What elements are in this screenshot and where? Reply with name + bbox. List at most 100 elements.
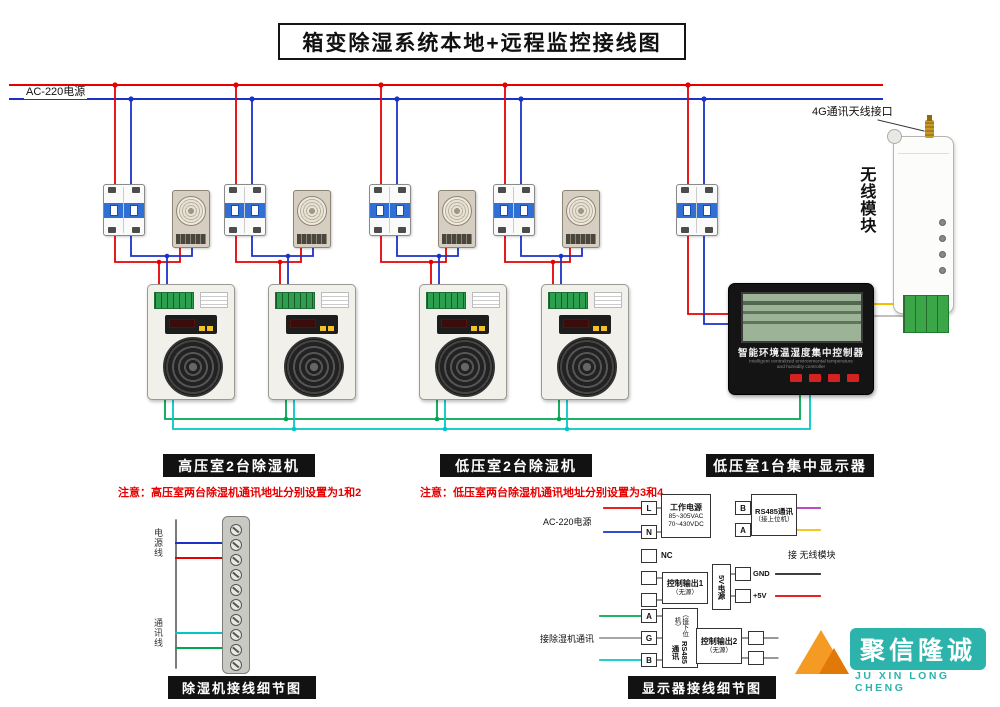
power-adapter-1 (172, 190, 210, 248)
screw-terminal (230, 539, 242, 551)
company-logo: 聚信隆诚 JU XIN LONG CHENG (795, 620, 995, 702)
control-output2-title: 控制输出2 (700, 637, 738, 647)
controller-name: 智能环境温湿度集中控制器 (737, 348, 864, 359)
label-sticker (321, 292, 349, 308)
terminal-strip (222, 516, 250, 674)
terminal-L: L (641, 501, 657, 515)
screw-terminal (230, 524, 242, 536)
mounting-ear (887, 129, 902, 144)
screw-terminal (230, 614, 242, 626)
control-output2-sub: （无源） (706, 646, 732, 654)
note-high-voltage: 注意：高压室两台除湿机通讯地址分别设置为1和2 (118, 487, 362, 499)
dehumidifier-4 (541, 284, 629, 400)
breaker-toggle (677, 203, 717, 218)
power-5v-box: 5V电源 (712, 564, 731, 610)
rs485-downlink-box: （接下位机） RS485通讯 (662, 608, 698, 668)
detail-wireless-link-label: 接 无线模块 (788, 550, 836, 560)
terminal-out1-b (641, 593, 657, 607)
power-adapter-4 (562, 190, 600, 248)
terminal-block (426, 292, 466, 309)
terminal-5V-label: +5V (753, 591, 767, 600)
control-output1-title: 控制输出1 (666, 579, 704, 589)
screw-terminal (230, 569, 242, 581)
control-output1-sub: （无源） (672, 588, 698, 596)
wireless-module (887, 115, 954, 333)
terminal-block (548, 292, 588, 309)
logo-name-badge: 聚信隆诚 (850, 628, 987, 670)
dehumidifier-display (165, 315, 217, 334)
central-controller: 智能环境温湿度集中控制器 Intelligent centralized env… (728, 283, 874, 395)
circuit-breaker-2 (224, 184, 266, 236)
rs485-uplink-title: RS485通讯 (755, 506, 793, 516)
terminal-N: N (641, 525, 657, 539)
logo-name: 聚信隆诚 (860, 637, 977, 665)
terminal-G: G (641, 631, 657, 645)
comm-wire-label: 通讯线 (153, 618, 163, 648)
note-low-voltage: 注意：低压室两台除湿机通讯地址分别设置为3和4 (420, 487, 664, 499)
detail-ac-power-label: AC-220电源 (543, 517, 592, 527)
caption-dehumidifier-detail: 除湿机接线细节图 (168, 676, 316, 699)
ac-power-label: AC-220电源 (24, 86, 88, 99)
breaker-toggle (494, 203, 534, 218)
dehumidifier-1 (147, 284, 235, 400)
section-label-display: 低压室1台集中显示器 (706, 454, 874, 477)
rs485-uplink-box: RS485通讯 （接上位机） (751, 494, 797, 536)
screw-terminal (230, 659, 242, 671)
fan-icon (566, 196, 596, 226)
page-title: 箱变除湿系统本地+远程监控接线图 (278, 23, 686, 60)
section-label-low-voltage: 低压室2台除湿机 (440, 454, 592, 477)
work-power-vac: 85~305VAC (668, 513, 704, 520)
fan-grille-icon (163, 337, 223, 397)
detail-comm-dehumid-label: 接除湿机通讯 (540, 634, 595, 644)
work-power-box: 工作电源 85~305VAC 70~430VDC (661, 494, 711, 538)
rs485-uplink-sub: （接上位机） (754, 515, 794, 523)
terminal-A-up: A (735, 523, 751, 537)
terminal-NC (641, 549, 657, 563)
terminal-5V (735, 589, 751, 603)
screw-terminal (230, 629, 242, 641)
antenna-port-label: 4G通讯天线接口 (812, 106, 893, 118)
circuit-breaker-5 (676, 184, 718, 236)
label-sticker (594, 292, 622, 308)
fan-grille-icon (557, 337, 617, 397)
controller-lcd (741, 292, 863, 343)
label-sticker (472, 292, 500, 308)
wireless-module-label: 无线模块 (857, 166, 875, 234)
dehumidifier-display (559, 315, 611, 334)
terminal-GND (735, 567, 751, 581)
control-output2-box: 控制输出2 （无源） (696, 628, 742, 664)
terminal-B: B (641, 653, 657, 667)
antenna-connector-icon (925, 115, 934, 138)
rs485-downlink-title: RS485通讯 (671, 641, 689, 665)
controller-buttons (790, 374, 859, 382)
dehumidifier-2 (268, 284, 356, 400)
controller-name-en: Intelligent centralized environmental te… (749, 359, 853, 370)
power-adapter-3 (438, 190, 476, 248)
section-label-high-voltage: 高压室2台除湿机 (163, 454, 315, 477)
logo-latin-name: JU XIN LONG CHENG (855, 670, 950, 694)
fan-icon (176, 196, 206, 226)
screw-terminal (230, 644, 242, 656)
rs485-downlink-sub: （接下位机） (673, 610, 688, 637)
status-leds (939, 219, 946, 274)
terminal-out2-b (748, 651, 764, 665)
module-terminal-block (903, 295, 949, 333)
terminal-out2-a (748, 631, 764, 645)
power-wire-label: 电源线 (153, 528, 163, 558)
terminal-A: A (641, 609, 657, 623)
work-power-title: 工作电源 (670, 503, 702, 513)
caption-display-detail: 显示器接线细节图 (628, 676, 776, 699)
terminal-out1-a (641, 571, 657, 585)
logo-mountain-icon (795, 628, 849, 674)
dehumidifier-display (437, 315, 489, 334)
dehumidifier-display (286, 315, 338, 334)
circuit-breaker-3 (369, 184, 411, 236)
terminal-B-up: B (735, 501, 751, 515)
dehumidifier-3 (419, 284, 507, 400)
fan-icon (297, 196, 327, 226)
terminal-block (275, 292, 315, 309)
breaker-toggle (104, 203, 144, 218)
circuit-breaker-1 (103, 184, 145, 236)
